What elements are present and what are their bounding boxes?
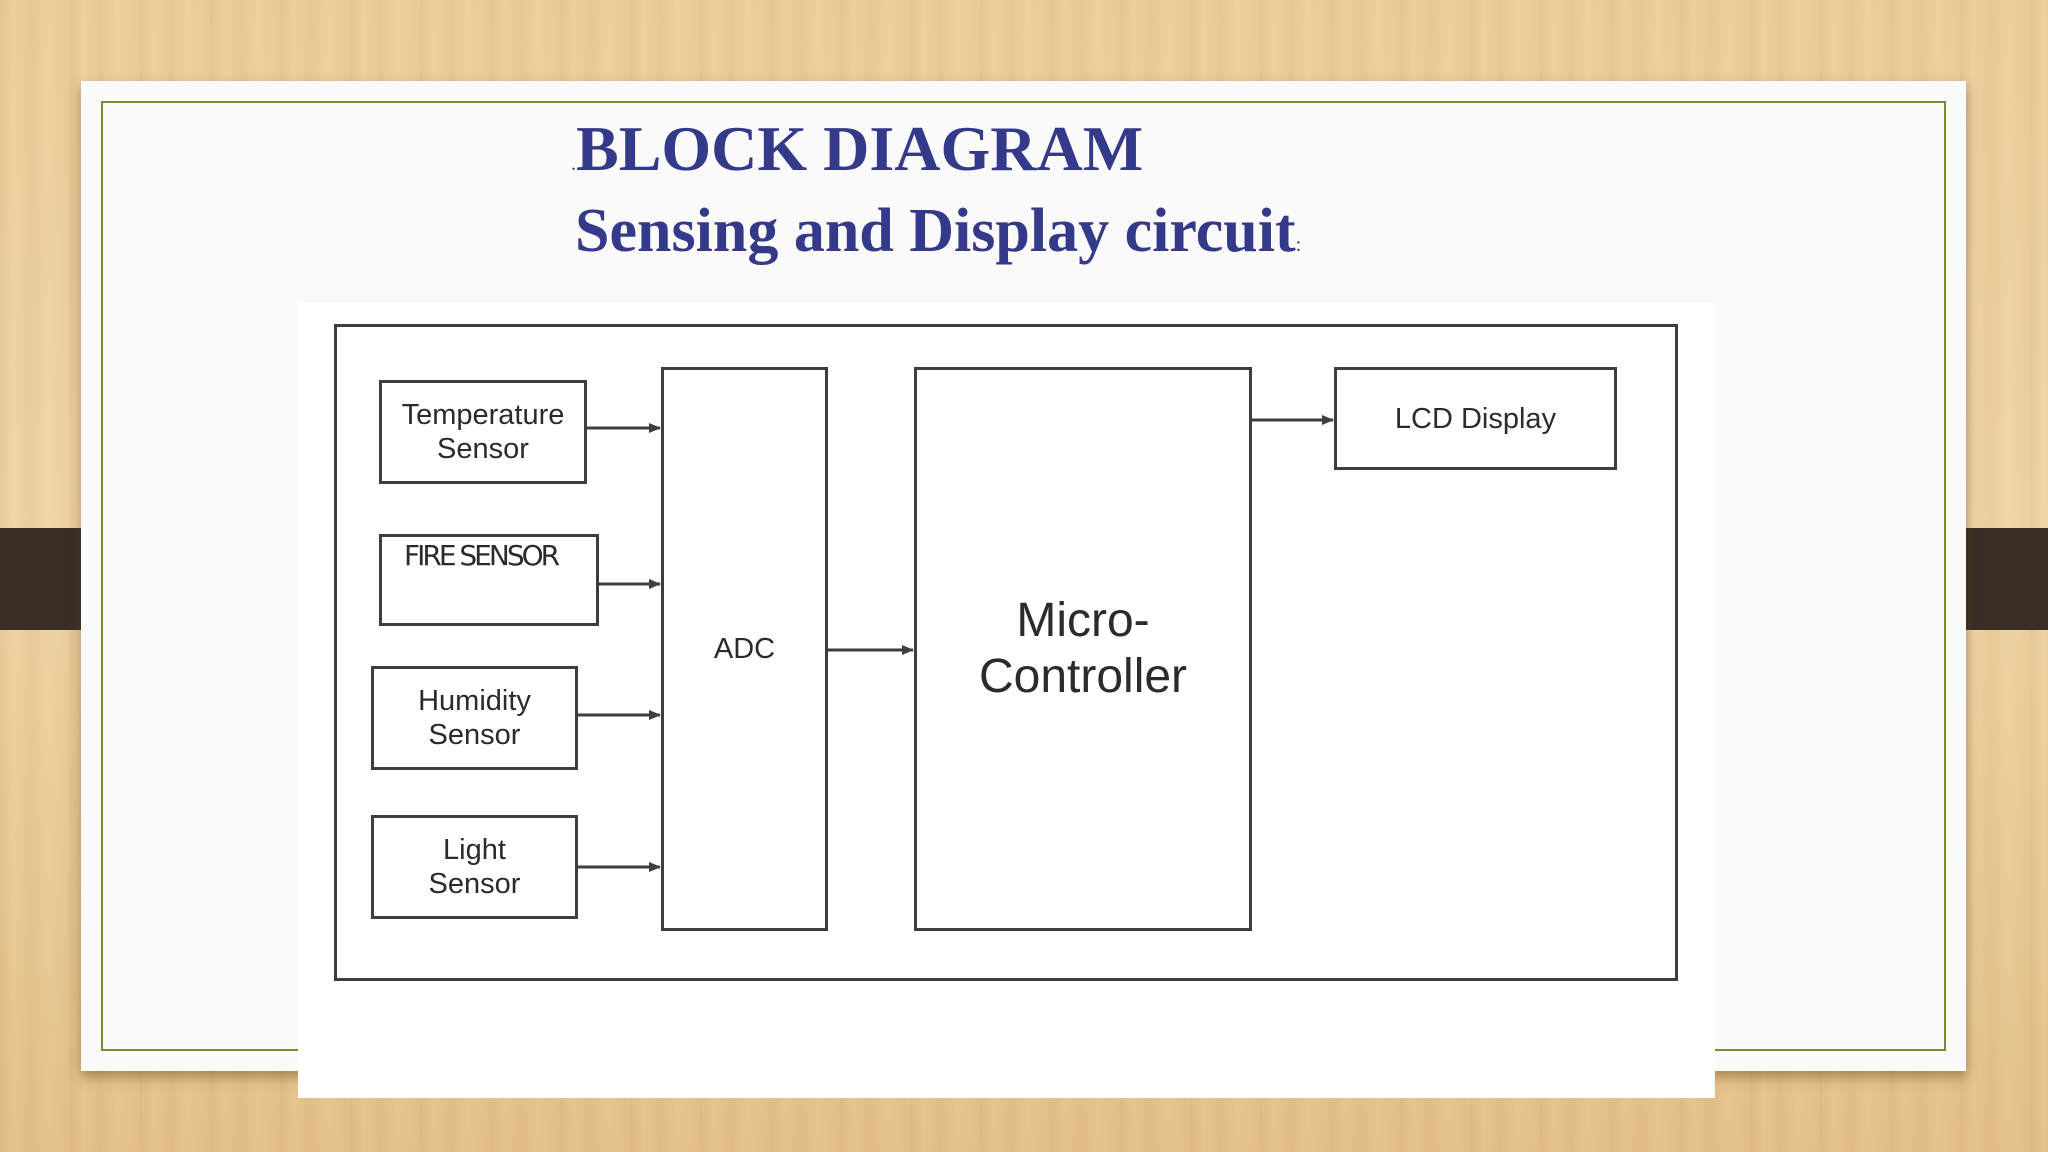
diagram-outline <box>334 324 1678 981</box>
lcd-display-block: LCD Display <box>1334 367 1617 470</box>
slide: .BLOCK DIAGRAM Sensing and Display circu… <box>81 81 1966 1098</box>
title-text: BLOCK DIAGRAM <box>576 113 1144 184</box>
title-mark: . <box>571 153 576 175</box>
fire-sensor-label: FIRE SENSOR <box>404 539 560 572</box>
light-sensor-block: Light Sensor <box>371 815 578 919</box>
slide-title: .BLOCK DIAGRAM <box>571 109 1143 204</box>
connector-arrows <box>578 415 1334 872</box>
microcontroller-block: Micro- Controller <box>914 367 1252 931</box>
light-sensor-label: Light Sensor <box>428 834 521 900</box>
subtitle-text: Sensing and Display circuit <box>575 197 1296 265</box>
adc-label: ADC <box>713 633 776 665</box>
adc-block: ADC <box>661 367 828 931</box>
temperature-sensor-label: Temperature Sensor <box>401 399 565 465</box>
humidity-sensor-block: Humidity Sensor <box>371 666 578 770</box>
subtitle-mark: : <box>1295 234 1302 256</box>
slide-subtitle: Sensing and Display circuit: <box>575 191 1301 285</box>
humidity-sensor-label: Humidity Sensor <box>418 685 531 751</box>
fire-sensor-block: FIRE SENSOR <box>379 534 599 626</box>
lcd-display-label: LCD Display <box>1394 402 1557 435</box>
microcontroller-label: Micro- Controller <box>978 594 1188 703</box>
temperature-sensor-block: Temperature Sensor <box>379 380 587 484</box>
